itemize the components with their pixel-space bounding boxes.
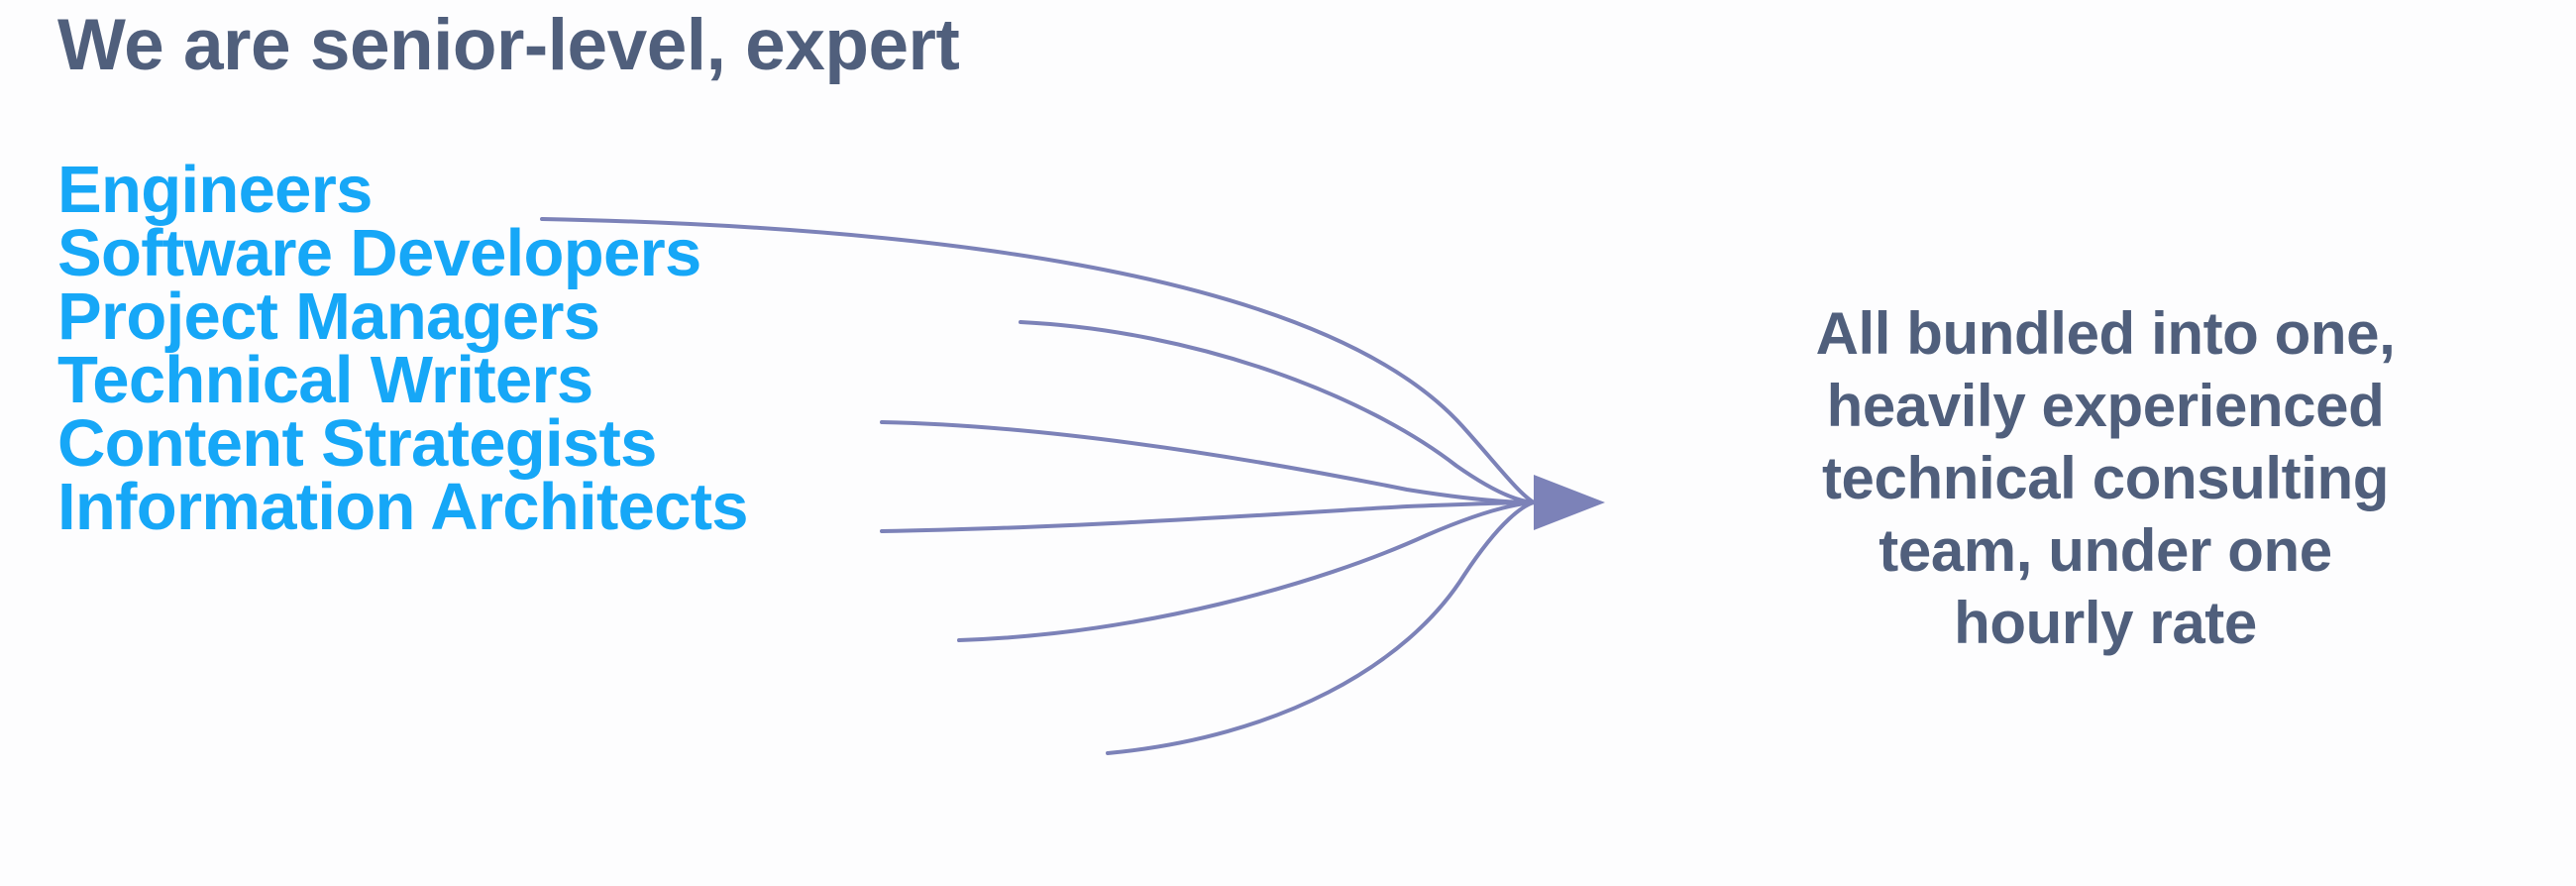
outcome-line: hourly rate	[1954, 590, 2257, 656]
arrow-right-icon	[1534, 475, 1605, 530]
list-item: Content Strategists	[57, 406, 657, 481]
outcome-line: team, under one	[1878, 517, 2332, 584]
list-item: Technical Writers	[57, 343, 593, 417]
outcome-line: All bundled into one,	[1815, 300, 2396, 367]
list-item: Project Managers	[57, 279, 600, 354]
outcome-statement: All bundled into one, heavily experience…	[1655, 297, 2556, 659]
list-item: Information Architects	[57, 470, 749, 544]
page-title: We are senior-level, expert	[57, 5, 960, 85]
list-item: Engineers	[57, 153, 373, 227]
left-column: We are senior-level, expert Engineers So…	[0, 0, 1189, 886]
outcome-line: technical consulting	[1821, 445, 2390, 511]
role-list: Engineers Software Developers Project Ma…	[57, 153, 749, 544]
list-item: Software Developers	[57, 216, 701, 290]
outcome-line: heavily experienced	[1826, 373, 2385, 439]
